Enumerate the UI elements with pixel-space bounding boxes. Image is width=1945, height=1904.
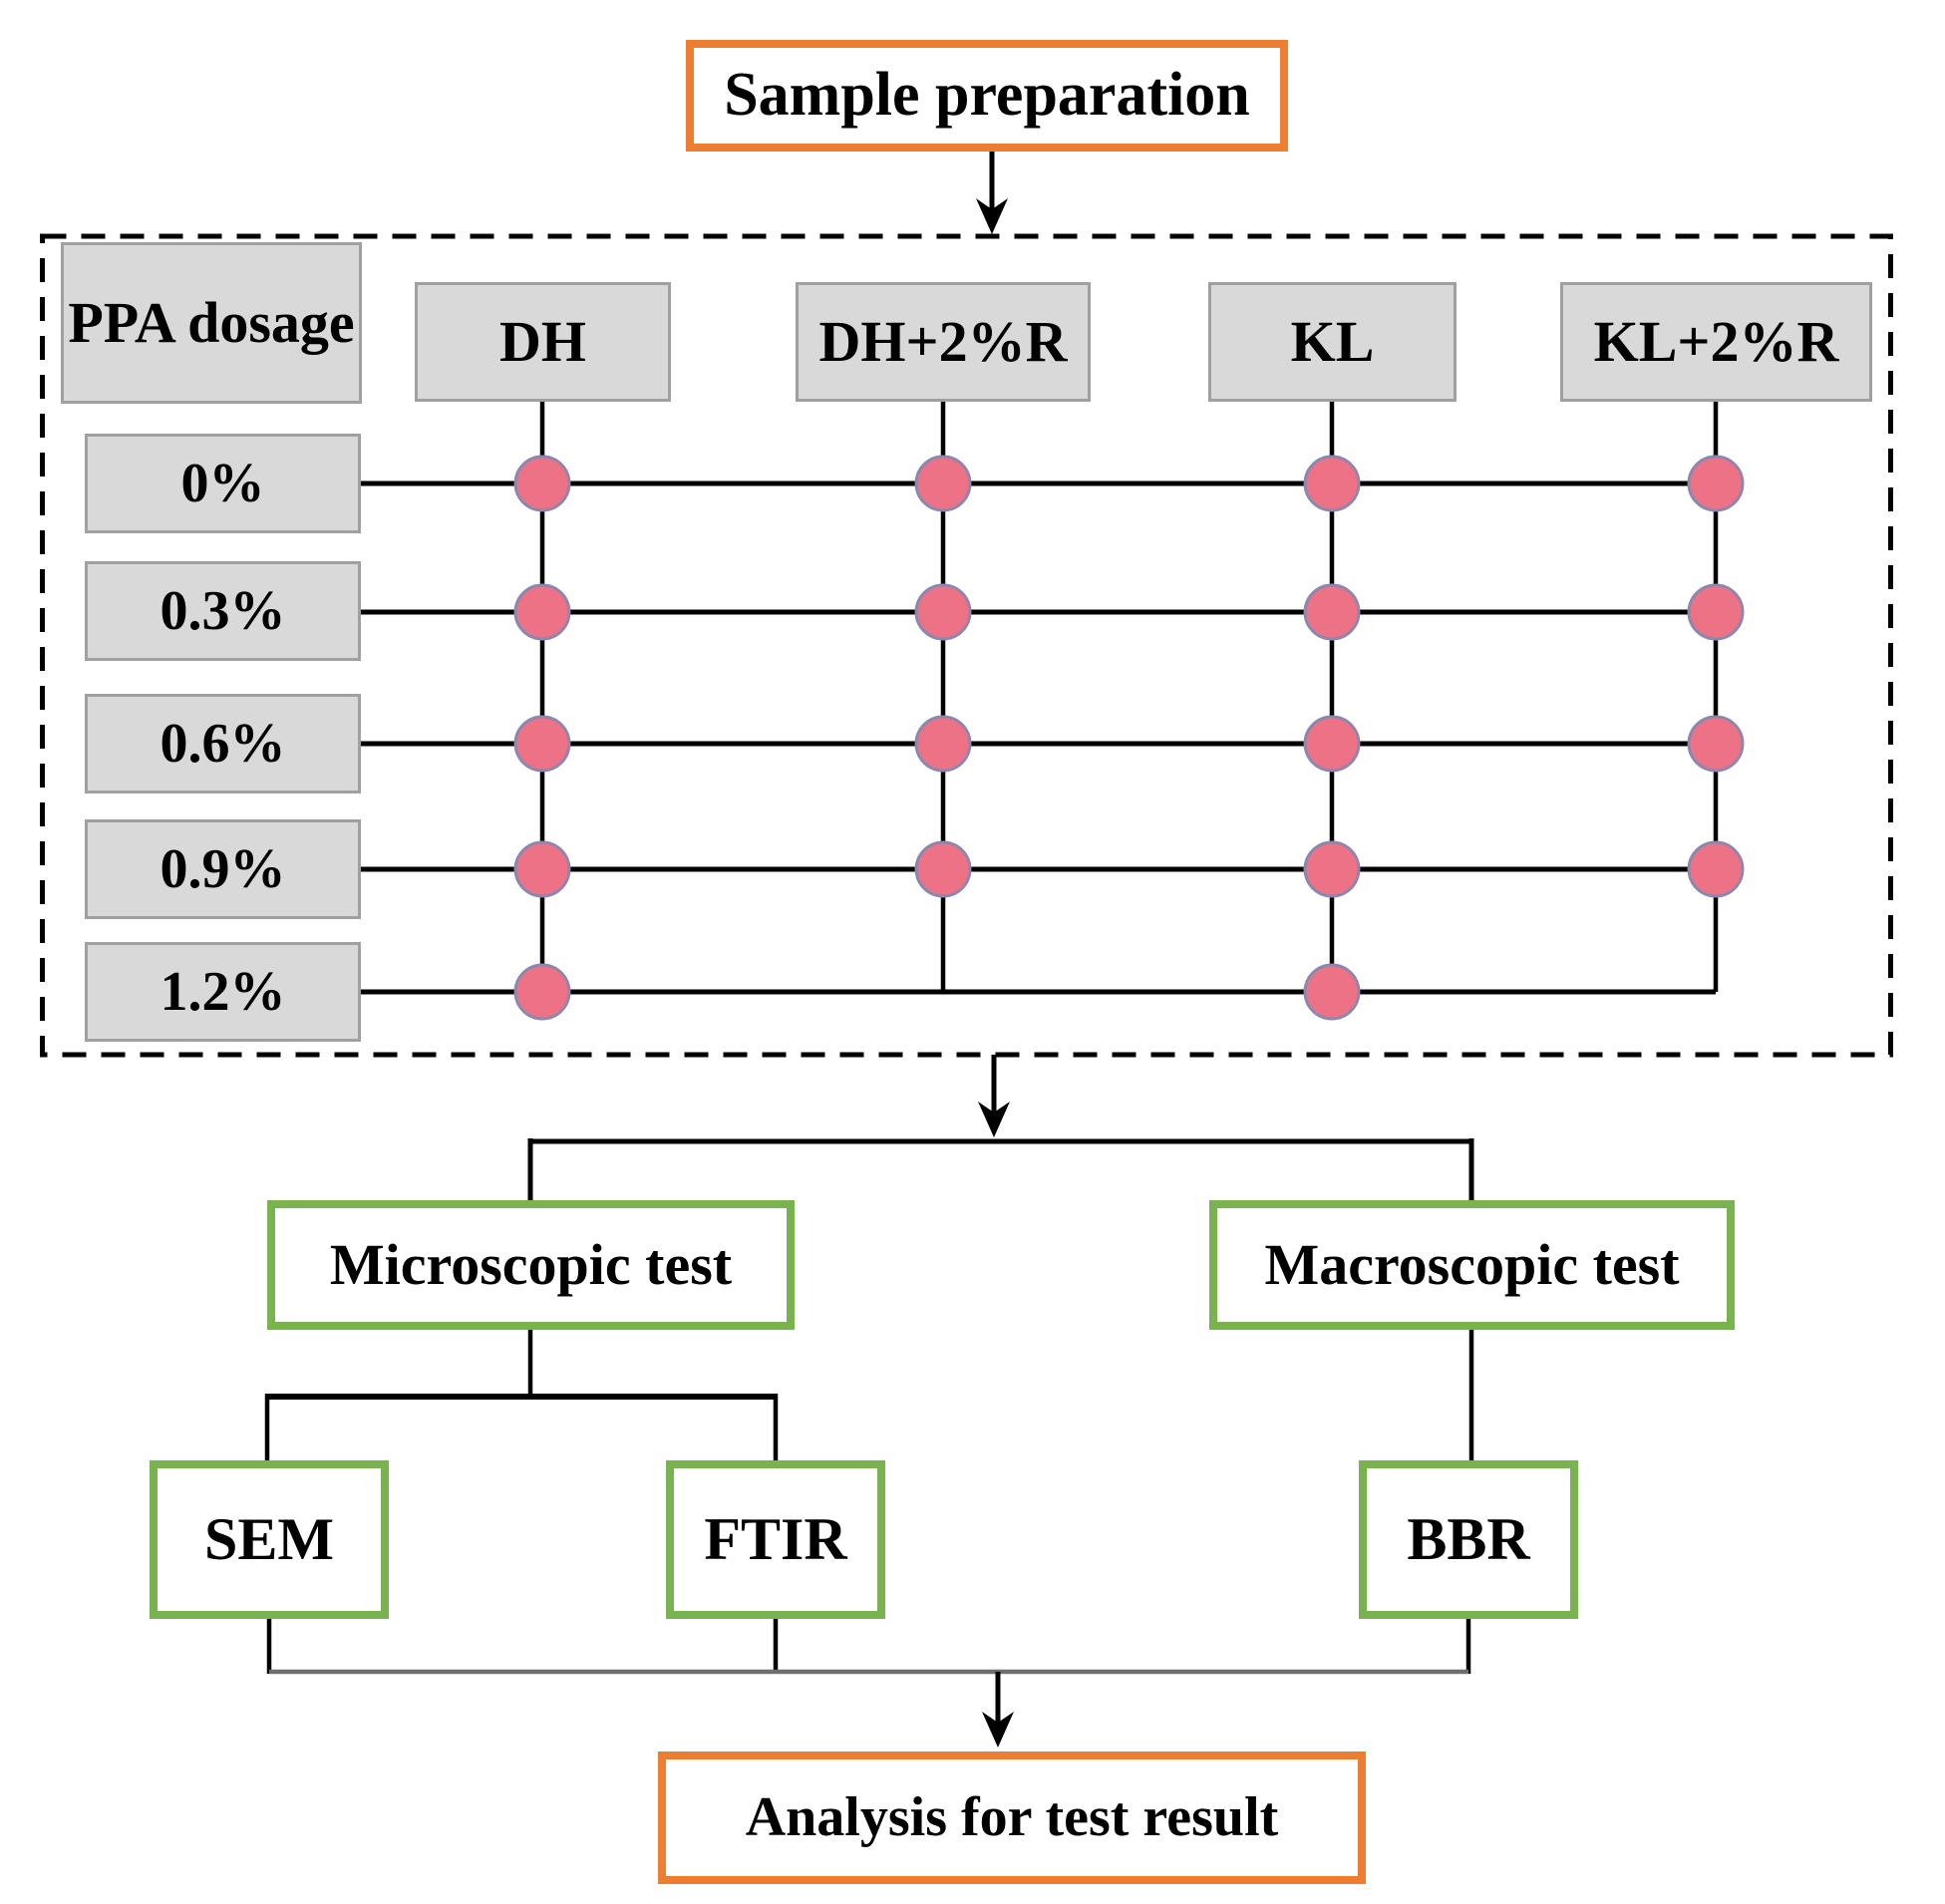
column-header-label: DH	[499, 308, 586, 374]
arrow-to-analysis-head	[982, 1712, 1014, 1747]
microscopic-test-box: Microscopic test	[267, 1200, 795, 1330]
macroscopic-test-box: Macroscopic test	[1209, 1200, 1735, 1330]
sample-dot-r1-c0	[513, 583, 571, 641]
sample-dot-r4-c0	[513, 963, 571, 1021]
column-header-dh: DH	[415, 282, 671, 402]
ppa-dosage-corner-box: PPA dosage	[61, 242, 362, 404]
arrow-sample-to-matrix-head	[976, 198, 1008, 234]
sem-box: SEM	[150, 1460, 389, 1619]
row-label-text: 0.6%	[160, 712, 286, 775]
row-label-text: 0.3%	[160, 579, 286, 642]
column-header-dh-2-r: DH+2%R	[796, 282, 1091, 402]
sample-dot-r2-c0	[513, 715, 571, 773]
ppa-dosage-label: PPA dosage	[68, 289, 355, 355]
column-header-label: DH+2%R	[818, 308, 1068, 374]
sample-dot-r2-c1	[914, 715, 972, 773]
sample-dot-r3-c3	[1687, 840, 1745, 898]
row-label-0.3pct: 0.3%	[85, 561, 361, 661]
sample-dot-r0-c1	[914, 455, 972, 512]
sample-dot-r3-c1	[914, 840, 972, 898]
column-header-label: KL+2%R	[1593, 308, 1839, 374]
sample-dot-r1-c1	[914, 583, 972, 641]
row-label-text: 1.2%	[160, 960, 286, 1023]
sample-dot-r2-c3	[1687, 715, 1745, 773]
dashed-matrix-frame	[40, 233, 1893, 1058]
sample-dot-r0-c2	[1303, 455, 1361, 512]
row-label-0pct: 0%	[85, 434, 361, 533]
row-label-text: 0.9%	[160, 837, 286, 900]
column-header-label: KL	[1290, 308, 1375, 374]
sample-dot-r4-c2	[1303, 963, 1361, 1021]
ftir-label: FTIR	[704, 1506, 847, 1572]
row-label-text: 0%	[180, 452, 265, 514]
column-header-kl-2-r: KL+2%R	[1560, 282, 1872, 402]
sample-dot-r3-c0	[513, 840, 571, 898]
sem-label: SEM	[203, 1506, 335, 1572]
sample-dot-r0-c3	[1687, 455, 1745, 512]
sample-dot-r1-c2	[1303, 583, 1361, 641]
row-label-0.9pct: 0.9%	[85, 819, 361, 919]
sample-dot-r0-c0	[513, 455, 571, 512]
sample-dot-r2-c2	[1303, 715, 1361, 773]
row-label-0.6pct: 0.6%	[85, 694, 361, 793]
sample-preparation-label: Sample preparation	[724, 61, 1250, 130]
row-label-1.2pct: 1.2%	[85, 942, 361, 1042]
ftir-box: FTIR	[666, 1460, 885, 1619]
sample-preparation-box: Sample preparation	[686, 40, 1288, 152]
microscopic-test-label: Microscopic test	[329, 1231, 733, 1297]
analysis-result-box: Analysis for test result	[658, 1751, 1366, 1884]
analysis-result-label: Analysis for test result	[745, 1786, 1279, 1849]
macroscopic-test-label: Macroscopic test	[1264, 1231, 1680, 1297]
bbr-box: BBR	[1359, 1460, 1578, 1619]
bbr-label: BBR	[1407, 1506, 1530, 1572]
column-header-kl: KL	[1208, 282, 1457, 402]
sample-dot-r1-c3	[1687, 583, 1745, 641]
arrow-matrix-to-tests-head	[978, 1102, 1010, 1137]
sample-dot-r3-c2	[1303, 840, 1361, 898]
